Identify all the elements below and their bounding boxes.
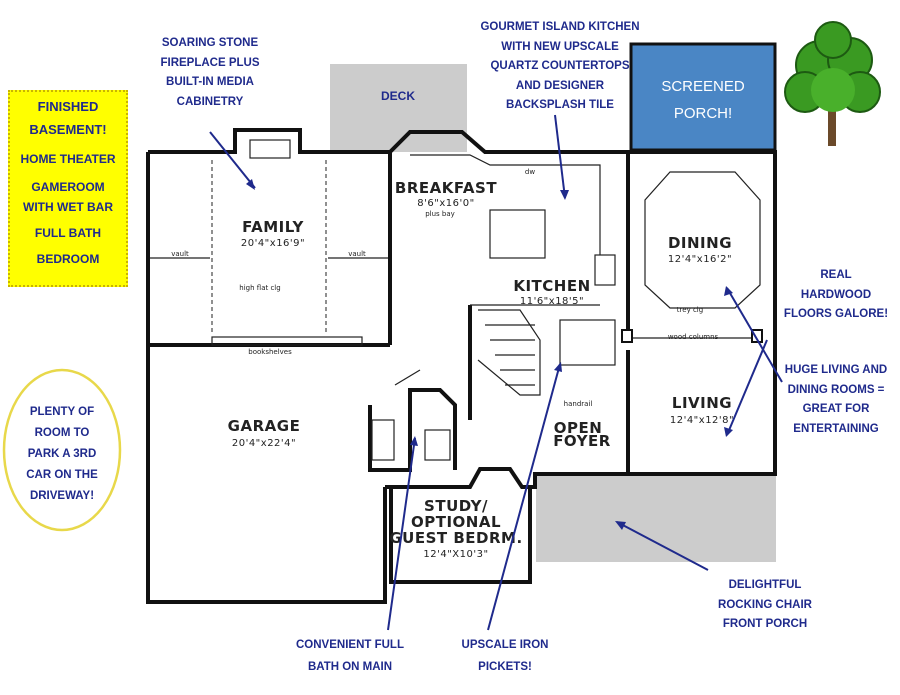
pickets-callout: UPSCALE IRON PICKETS! bbox=[450, 634, 560, 678]
kitchen-callout: GOURMET ISLAND KITCHEN WITH NEW UPSCALE … bbox=[465, 18, 655, 116]
family-label: FAMILY bbox=[242, 218, 304, 236]
pickets-callout-line: UPSCALE IRON bbox=[461, 639, 549, 651]
front-porch-area bbox=[536, 474, 776, 562]
basement-box: FINISHED BASEMENT! HOME THEATER GAMEROOM… bbox=[8, 90, 128, 287]
screened-porch-line2: PORCH! bbox=[674, 105, 732, 122]
living-dining-callout-line: DINING ROOMS = bbox=[787, 383, 885, 396]
living-dims: 12'4"x12'8" bbox=[670, 415, 734, 426]
driveway-callout-line: PARK A 3RD bbox=[27, 448, 97, 460]
basement-line-4: WITH WET BAR bbox=[23, 200, 113, 214]
bath-callout-line: CONVENIENT FULL bbox=[296, 639, 404, 651]
living-dining-callout-line: HUGE LIVING AND bbox=[784, 364, 888, 376]
floors-callout-line: FLOORS GALORE! bbox=[783, 308, 889, 320]
kitchen-callout-line: BACKSPLASH TILE bbox=[506, 99, 614, 111]
bath-callout: CONVENIENT FULL BATH ON MAIN bbox=[285, 634, 415, 678]
kitchen-callout-line: WITH NEW UPSCALE bbox=[501, 40, 619, 53]
driveway-callout: PLENTY OF ROOM TO PARK A 3RD CAR ON THE … bbox=[12, 402, 112, 507]
family-dims: 20'4"x16'9" bbox=[241, 238, 305, 249]
family-note: high flat clg bbox=[239, 284, 280, 292]
fireplace-callout: SOARING STONE FIREPLACE PLUS BUILT-IN ME… bbox=[150, 34, 270, 112]
vault-right-label: vault bbox=[348, 250, 366, 258]
dining-note: trey clg bbox=[677, 306, 703, 314]
deck-label: DECK bbox=[381, 89, 415, 103]
floors-callout-line: REAL bbox=[820, 269, 852, 281]
foyer-label-2: FOYER bbox=[553, 432, 611, 450]
kitchen-callout-line: AND DESIGNER bbox=[515, 79, 605, 92]
foyer-label-1: OPEN bbox=[554, 419, 603, 437]
porch-callout-line: FRONT PORCH bbox=[722, 618, 808, 630]
driveway-callout-line: CAR ON THE bbox=[26, 469, 98, 481]
porch-callout: DELIGHTFUL ROCKING CHAIR FRONT PORCH bbox=[700, 576, 830, 635]
bath-callout-line: BATH ON MAIN bbox=[307, 661, 393, 673]
wood-columns-label: wood columns bbox=[668, 333, 719, 341]
study-label-3: GUEST BEDRM. bbox=[389, 529, 522, 547]
basement-line-3: GAMEROOM bbox=[31, 180, 105, 194]
living-dining-callout: HUGE LIVING AND DINING ROOMS = GREAT FOR… bbox=[775, 361, 897, 439]
handrail-label: handrail bbox=[564, 400, 593, 408]
tree-icon bbox=[784, 21, 881, 146]
fireplace-callout-line: SOARING STONE bbox=[161, 37, 259, 49]
fireplace-callout-line: FIREPLACE PLUS bbox=[160, 56, 260, 69]
kitchen-dims: 11'6"x18'5" bbox=[520, 296, 584, 307]
basement-line-5: FULL BATH bbox=[34, 226, 102, 240]
bookshelves-label: bookshelves bbox=[248, 348, 292, 356]
living-label: LIVING bbox=[672, 394, 732, 412]
basement-line-6: BEDROOM bbox=[36, 252, 100, 266]
dw-label: dw bbox=[525, 168, 535, 176]
basement-line-2: HOME THEATER bbox=[20, 152, 116, 166]
kitchen-callout-line: GOURMET ISLAND KITCHEN bbox=[480, 21, 640, 33]
dining-dims: 12'4"x16'2" bbox=[668, 254, 732, 265]
floors-callout-line: HARDWOOD bbox=[800, 288, 872, 301]
living-dining-callout-line: GREAT FOR bbox=[802, 403, 870, 415]
fireplace-callout-line: BUILT-IN MEDIA bbox=[166, 76, 254, 88]
porch-callout-line: ROCKING CHAIR bbox=[718, 598, 812, 611]
kitchen-callout-line: QUARTZ COUNTERTOPS bbox=[490, 60, 630, 72]
breakfast-label: BREAKFAST bbox=[395, 179, 497, 197]
breakfast-dims: 8'6"x16'0" bbox=[417, 198, 474, 209]
porch-callout-line: DELIGHTFUL bbox=[728, 579, 802, 591]
breakfast-note: plus bay bbox=[425, 210, 455, 218]
callout-arrows bbox=[209, 114, 783, 631]
study-label-1: STUDY/ bbox=[424, 497, 488, 515]
garage-label: GARAGE bbox=[228, 417, 301, 435]
driveway-callout-line: ROOM TO bbox=[34, 427, 90, 439]
screened-porch-line1: SCREENED bbox=[661, 78, 745, 95]
study-label-2: OPTIONAL bbox=[411, 513, 501, 531]
vault-left-label: vault bbox=[171, 250, 189, 258]
basement-line-0: FINISHED bbox=[37, 99, 99, 114]
kitchen-label: KITCHEN bbox=[513, 277, 590, 295]
driveway-callout-line: DRIVEWAY! bbox=[29, 490, 95, 502]
study-dims: 12'4"X10'3" bbox=[423, 549, 488, 560]
garage-dims: 20'4"x22'4" bbox=[232, 438, 296, 449]
deck-area bbox=[330, 64, 467, 152]
driveway-ellipse bbox=[2, 368, 122, 532]
dining-label: DINING bbox=[668, 234, 732, 252]
floors-callout: REAL HARDWOOD FLOORS GALORE! bbox=[780, 266, 892, 325]
living-dining-callout-line: ENTERTAINING bbox=[793, 422, 879, 435]
driveway-callout-line: PLENTY OF bbox=[29, 406, 95, 418]
fireplace-callout-line: CABINETRY bbox=[176, 95, 244, 108]
basement-line-1: BASEMENT! bbox=[29, 122, 107, 137]
pickets-callout-line: PICKETS! bbox=[478, 661, 532, 673]
